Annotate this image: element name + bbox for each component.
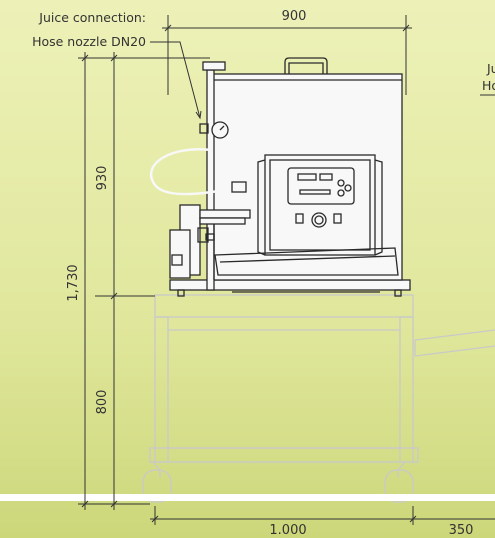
dimension-width-1000: 1.000 xyxy=(269,523,306,538)
machine xyxy=(149,57,411,297)
stand xyxy=(142,294,495,503)
dimension-height-930: 930 xyxy=(95,166,110,191)
right-wheel xyxy=(384,469,414,503)
dimension-height-800: 800 xyxy=(95,390,110,415)
left-wheel xyxy=(142,469,172,503)
dimension-width-900: 900 xyxy=(282,9,307,24)
dimension-height-1730: 1,730 xyxy=(66,264,81,301)
control-panel xyxy=(264,154,376,256)
floor-line xyxy=(0,494,495,501)
hose-nozzle-label: Hose nozzle DN20 xyxy=(32,34,146,49)
dimension-width-350: 350 xyxy=(449,523,474,538)
dimension-lines xyxy=(78,15,495,525)
juice-connection-label: Juice connection: xyxy=(38,10,146,25)
partial-label-right-1: Ju xyxy=(486,61,495,76)
partial-label-right-2: Ho xyxy=(482,78,495,93)
